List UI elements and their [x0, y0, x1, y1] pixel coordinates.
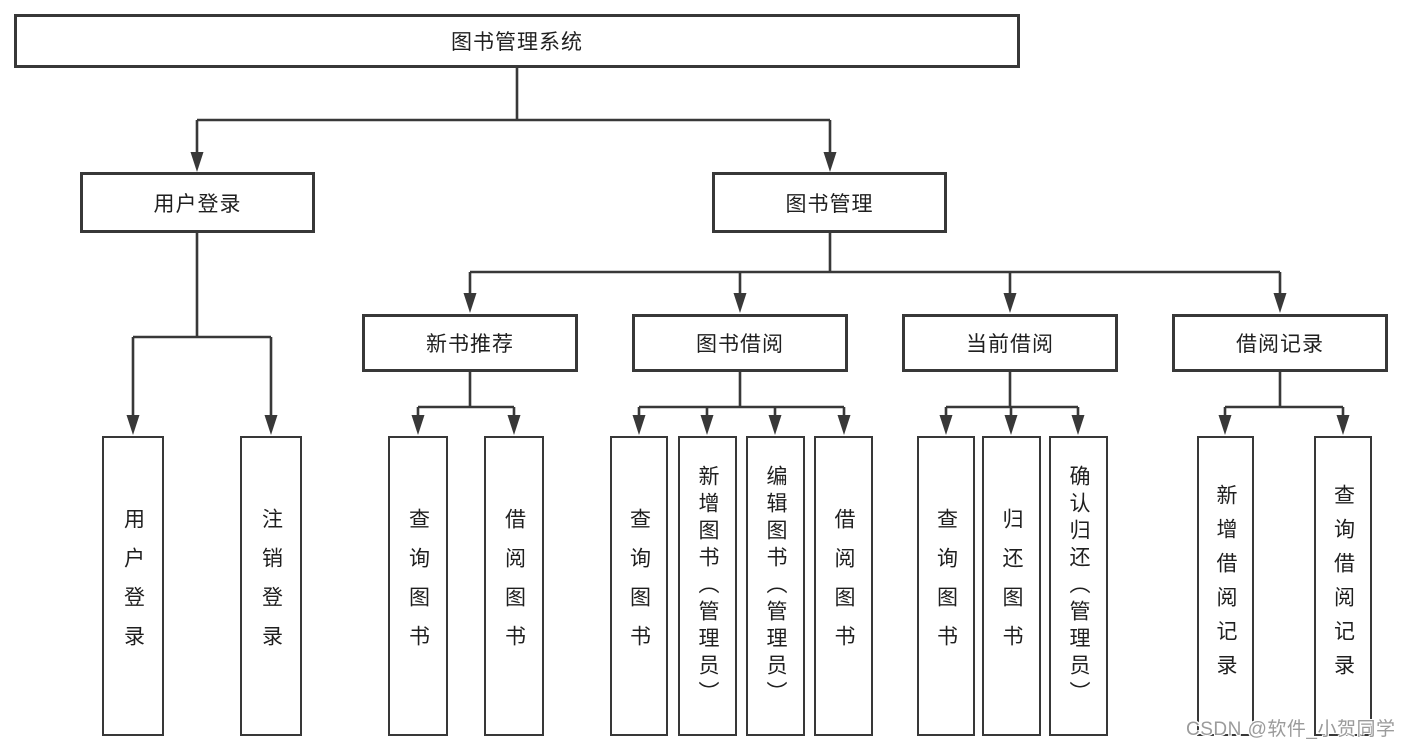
leaf-label: 查询图书	[627, 508, 651, 664]
leaf-borrow-books-recommend: 借阅图书	[484, 436, 544, 736]
arrowhead-icon	[1218, 415, 1232, 435]
arrowhead-icon	[1004, 415, 1018, 435]
arrowhead-icon	[823, 152, 837, 172]
arrowhead-icon	[463, 293, 477, 313]
leaf-edit-books-admin: 编辑图书（管理员）	[746, 436, 805, 736]
leaf-return-books: 归还图书	[982, 436, 1041, 736]
node-label: 当前借阅	[966, 333, 1054, 356]
arrowhead-icon	[1273, 293, 1287, 313]
leaf-user-login: 用户登录	[102, 436, 164, 736]
arrowhead-icon	[700, 415, 714, 435]
leaf-label: 注销登录	[259, 508, 283, 664]
node-label: 借阅记录	[1236, 333, 1324, 356]
arrowhead-icon	[1071, 415, 1085, 435]
arrowhead-icon	[1336, 415, 1350, 435]
arrowhead-icon	[411, 415, 425, 435]
arrowhead-icon	[632, 415, 646, 435]
leaf-query-books-borrow: 查询图书	[610, 436, 668, 736]
leaf-label: 查询图书	[934, 508, 958, 664]
node-user-login: 用户登录	[80, 172, 315, 233]
leaf-label: 新增借阅记录	[1214, 484, 1237, 688]
watermark: CSDN @软件_小贺同学	[1186, 719, 1396, 740]
leaf-label: 编辑图书（管理员）	[764, 464, 787, 708]
arrowhead-icon	[768, 415, 782, 435]
leaf-label: 新增图书（管理员）	[696, 464, 719, 708]
leaf-confirm-return-admin: 确认归还（管理员）	[1049, 436, 1108, 736]
leaf-label: 归还图书	[1000, 508, 1023, 664]
node-label: 用户登录	[153, 192, 242, 216]
leaf-query-borrow-record: 查询借阅记录	[1314, 436, 1372, 736]
leaf-label: 借阅图书	[832, 508, 855, 664]
node-borrow-records: 借阅记录	[1172, 314, 1388, 372]
leaf-label: 查询借阅记录	[1331, 484, 1355, 688]
node-label: 图书管理系统	[451, 31, 583, 54]
leaf-query-books-recommend: 查询图书	[388, 436, 448, 736]
arrowhead-icon	[190, 152, 204, 172]
arrowhead-icon	[733, 293, 747, 313]
node-label: 新书推荐	[426, 333, 514, 356]
arrowhead-icon	[939, 415, 953, 435]
node-book-borrow: 图书借阅	[632, 314, 848, 372]
leaf-query-books-current: 查询图书	[917, 436, 975, 736]
leaf-label: 用户登录	[121, 508, 145, 664]
leaf-label: 确认归还（管理员）	[1067, 464, 1090, 708]
leaf-borrow-books: 借阅图书	[814, 436, 873, 736]
arrowhead-icon	[507, 415, 521, 435]
leaf-label: 查询图书	[406, 508, 430, 664]
node-current-borrow: 当前借阅	[902, 314, 1118, 372]
leaf-add-borrow-record: 新增借阅记录	[1197, 436, 1254, 736]
node-library-management-system: 图书管理系统	[14, 14, 1020, 68]
leaf-logout: 注销登录	[240, 436, 302, 736]
node-book-management: 图书管理	[712, 172, 947, 233]
node-label: 图书借阅	[696, 333, 784, 356]
arrowhead-icon	[264, 415, 278, 435]
node-label: 图书管理	[785, 192, 874, 216]
arrowhead-icon	[1003, 293, 1017, 313]
node-new-book-recommend: 新书推荐	[362, 314, 578, 372]
leaf-add-books-admin: 新增图书（管理员）	[678, 436, 737, 736]
leaf-label: 借阅图书	[502, 508, 526, 664]
arrowhead-icon	[837, 415, 851, 435]
arrowhead-icon	[126, 415, 140, 435]
